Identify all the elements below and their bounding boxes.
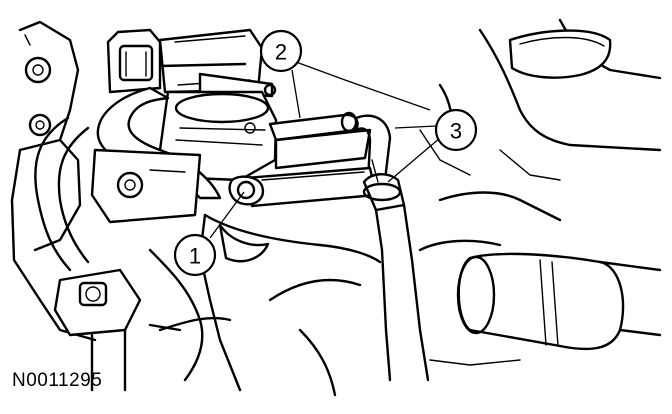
callout-1-label: 1 <box>189 244 201 269</box>
leader-lines <box>209 61 441 239</box>
callout-1: 1 <box>173 233 217 277</box>
callout-2-label: 2 <box>275 40 287 65</box>
figure-id: N0011295 <box>12 370 103 391</box>
callout-3-label: 3 <box>450 119 462 144</box>
callout-3: 3 <box>434 108 478 152</box>
leader-3a <box>394 125 437 129</box>
electrical-connector <box>106 28 277 98</box>
leader-2a <box>295 61 431 111</box>
leader-1 <box>209 191 245 239</box>
leader-2b <box>291 69 301 119</box>
callout-2: 2 <box>259 29 303 73</box>
lower-left-bolt <box>53 268 142 337</box>
engine-block-left <box>10 20 97 342</box>
leader-3b <box>387 137 441 183</box>
air-duct-lower-right <box>418 191 662 351</box>
rubber-hose-vertical <box>362 159 430 382</box>
intake-manifold <box>148 213 382 397</box>
left-hose <box>34 116 90 272</box>
mounting-bracket <box>90 148 202 224</box>
background-lines <box>419 129 561 366</box>
